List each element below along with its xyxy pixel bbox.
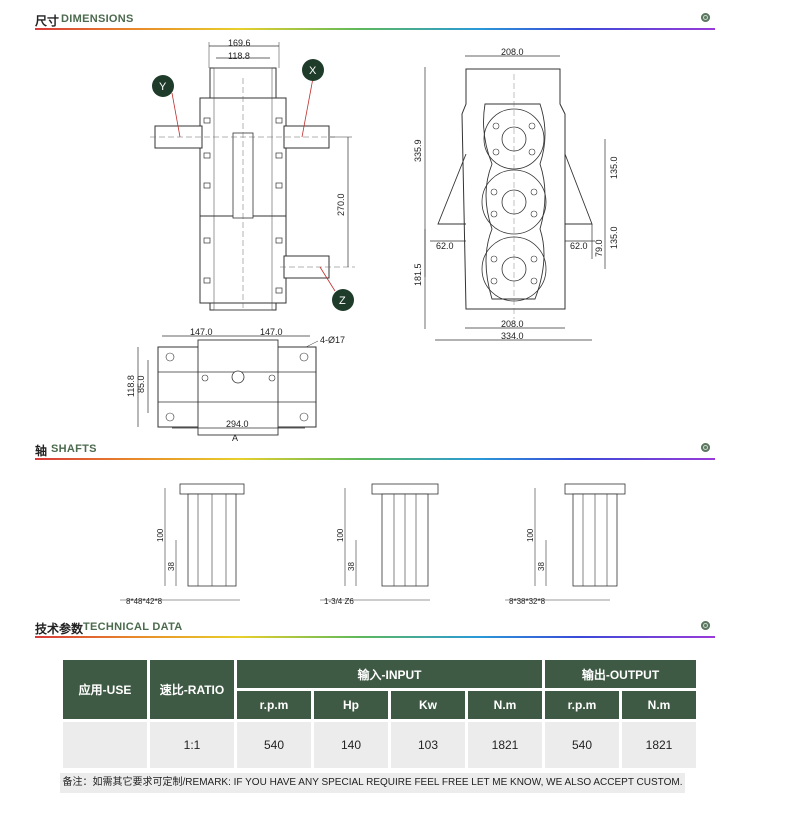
dim-side-upper: 135.0 [609,156,619,179]
section-title-en: TECHNICAL DATA [83,621,183,633]
section-header-dimensions: 尺寸 DIMENSIONS [35,8,715,30]
section-title-en: SHAFTS [51,443,97,455]
dim-side-height: 335.9 [413,139,423,162]
subheader-kw: Kw [391,691,465,719]
section-title-cn: 尺寸 [35,14,60,28]
dim-side-bottom-outer: 334.0 [501,331,524,341]
shaft3-segment: 38 [537,562,546,571]
dim-top-inner: 118.8 [228,51,250,61]
dim-side-small: 79.0 [594,239,604,257]
rainbow-divider [35,28,715,30]
subheader-in-nm: N.m [468,691,542,719]
dim-base-right: 147.0 [260,327,283,337]
section-title-en: DIMENSIONS [61,13,134,25]
rainbow-divider [35,458,715,460]
section-title-cn: 轴 [35,444,48,458]
cell-ratio: 1:1 [150,722,234,768]
header-ratio: 速比-RATIO [150,660,234,719]
dim-base-left: 147.0 [190,327,213,337]
subheader-in-rpm: r.p.m [237,691,311,719]
shaft2-spec: 1-3/4 Z6 [324,597,354,606]
dim-side-lower-left: 181.5 [413,263,423,286]
section-header-technical: 技术参数 TECHNICAL DATA [35,616,715,638]
technical-data-table: 应用-USE 速比-RATIO 输入-INPUT 输出-OUTPUT r.p.m… [60,657,699,771]
rainbow-divider [35,636,715,638]
side-view-drawing: 208.0 335.9 135.0 135.0 79.0 62.0 62.0 1… [413,47,619,341]
dim-base-h-outer: 118.8 [126,375,136,397]
cell-kw: 103 [391,722,465,768]
table-row: 1:1 540 140 103 1821 540 1821 [63,722,696,768]
dim-base-holes: 4-Ø17 [320,335,345,345]
section-header-shafts: 轴 SHAFTS [35,438,715,460]
front-view-drawing: 169.6 118.8 270.0 Y X Z [150,38,355,311]
section-bullet-icon [701,621,710,630]
header-use: 应用-USE [63,660,147,719]
cell-in-rpm: 540 [237,722,311,768]
dim-base-h-inner: 85.0 [136,375,146,393]
header-output: 输出-OUTPUT [545,660,696,688]
view-label-a: A [232,433,238,443]
shaft3-length: 100 [526,528,535,542]
shaft2-length: 100 [336,528,345,542]
subheader-out-rpm: r.p.m [545,691,619,719]
cell-out-rpm: 540 [545,722,619,768]
dim-side-lower-right: 135.0 [609,226,619,249]
subheader-out-nm: N.m [622,691,696,719]
shaft3-spec: 8*38*32*8 [509,597,546,606]
shaft1-segment: 38 [167,562,176,571]
dim-center-distance: 270.0 [336,193,346,216]
callout-x: X [309,65,317,77]
shaft1-length: 100 [156,528,165,542]
cell-use [63,722,147,768]
remark-note: 备注：如需其它要求可定制/REMARK: IF YOU HAVE ANY SPE… [60,773,685,793]
cell-in-nm: 1821 [468,722,542,768]
dim-side-right: 62.0 [570,241,588,251]
section-title-cn: 技术参数 [35,622,84,636]
subheader-hp: Hp [314,691,388,719]
shaft-drawing-3: 100 38 8*38*32*8 [505,483,626,606]
shaft2-segment: 38 [347,562,356,571]
section-bullet-icon [701,443,710,452]
callout-z: Z [339,295,346,307]
callout-y: Y [159,81,167,93]
section-bullet-icon [701,13,710,22]
shaft-drawing-1: 100 38 8*48*42*8 [120,483,245,606]
shaft1-spec: 8*48*42*8 [126,597,163,606]
dim-side-top: 208.0 [501,47,524,57]
cell-hp: 140 [314,722,388,768]
dim-side-bottom-inner: 208.0 [501,319,524,329]
dim-side-left: 62.0 [436,241,454,251]
shaft-drawing-2: 100 38 1-3/4 Z6 [320,483,439,606]
base-view-drawing: 147.0 147.0 4-Ø17 118.8 85.0 294.0 A [126,327,345,443]
header-input: 输入-INPUT [237,660,542,688]
dim-base-width: 294.0 [226,419,249,429]
cell-out-nm: 1821 [622,722,696,768]
dim-top-outer: 169.6 [228,38,251,48]
